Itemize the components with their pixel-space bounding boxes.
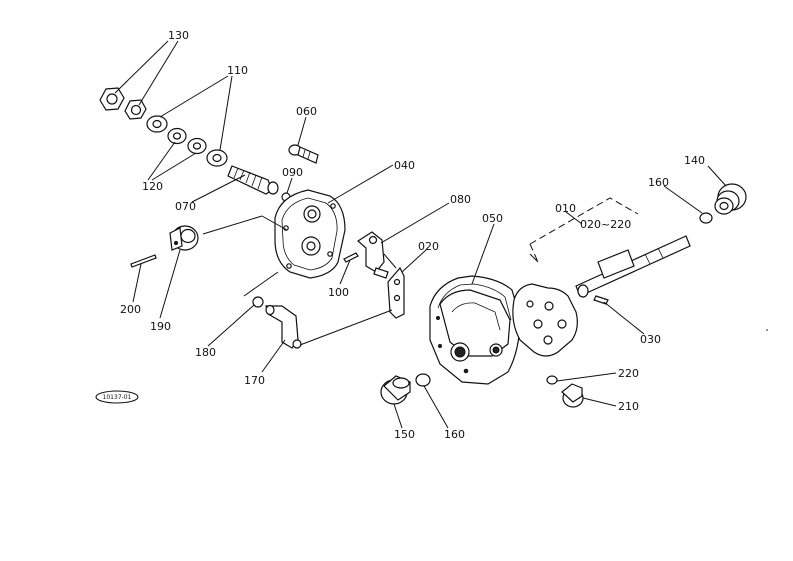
part-220-o-ring: [546, 375, 558, 385]
label-130: 130: [168, 29, 189, 42]
part-150-plug: [380, 375, 411, 405]
part-110-washer-2: [206, 149, 228, 167]
label-180: 180: [195, 346, 216, 359]
part-020-link: [387, 266, 405, 319]
label-140: 140: [684, 154, 705, 167]
label-220: 220: [618, 367, 639, 380]
label-050: 050: [482, 212, 503, 225]
stray-dot: [766, 329, 768, 331]
part-130-nut-1: [99, 87, 125, 111]
part-120-washer-1: [167, 127, 187, 145]
label-200: 200: [120, 303, 141, 316]
label-120: 120: [142, 180, 163, 193]
part-130-nut-2: [124, 99, 147, 120]
part-140-plug-nut: [714, 183, 747, 215]
label-040: 040: [394, 159, 415, 172]
label-170: 170: [244, 374, 265, 387]
part-200-pin: [130, 254, 157, 268]
part-060-bolt: [288, 144, 319, 164]
bracket-010-group: [529, 197, 639, 263]
part-030-key-pin: [593, 295, 609, 305]
part-210-plug: [561, 383, 584, 408]
label-090: 090: [282, 166, 303, 179]
label-110: 110: [227, 64, 248, 77]
part-040-cover-plate: [274, 189, 346, 279]
drawing-code-badge: 10137-01: [95, 390, 139, 404]
label-100: 100: [328, 286, 349, 299]
leader-lines: [114, 40, 727, 429]
part-110-washer-1: [146, 115, 168, 133]
label-160-top: 160: [648, 176, 669, 189]
part-120-washer-2: [187, 137, 207, 155]
label-080: 080: [450, 193, 471, 206]
part-050-pump-housing: [429, 275, 521, 385]
drawing-code-text: 10137-01: [103, 394, 132, 401]
part-170-lever: [265, 304, 302, 349]
label-150: 150: [394, 428, 415, 441]
label-060: 060: [296, 105, 317, 118]
label-210: 210: [618, 400, 639, 413]
label-010: 010: [555, 202, 576, 215]
part-070-threaded-shaft: [227, 165, 279, 195]
label-020: 020: [418, 240, 439, 253]
part-labels: 130 110 060 040 090 120 070 080 010 020~…: [120, 29, 705, 441]
part-100-pin: [343, 252, 359, 263]
part-010-shaft: [575, 235, 691, 298]
label-190: 190: [150, 320, 171, 333]
part-080-arm: [357, 231, 389, 279]
part-180-o-ring: [252, 296, 264, 308]
part-010-gear-body: [512, 283, 578, 357]
label-020-220: 020~220: [580, 218, 631, 231]
label-030: 030: [640, 333, 661, 346]
part-160-o-ring-bottom: [415, 373, 431, 387]
part-190-cap: [169, 225, 199, 251]
part-160-o-ring-top: [699, 212, 713, 224]
label-160-bottom: 160: [444, 428, 465, 441]
label-070: 070: [175, 200, 196, 213]
